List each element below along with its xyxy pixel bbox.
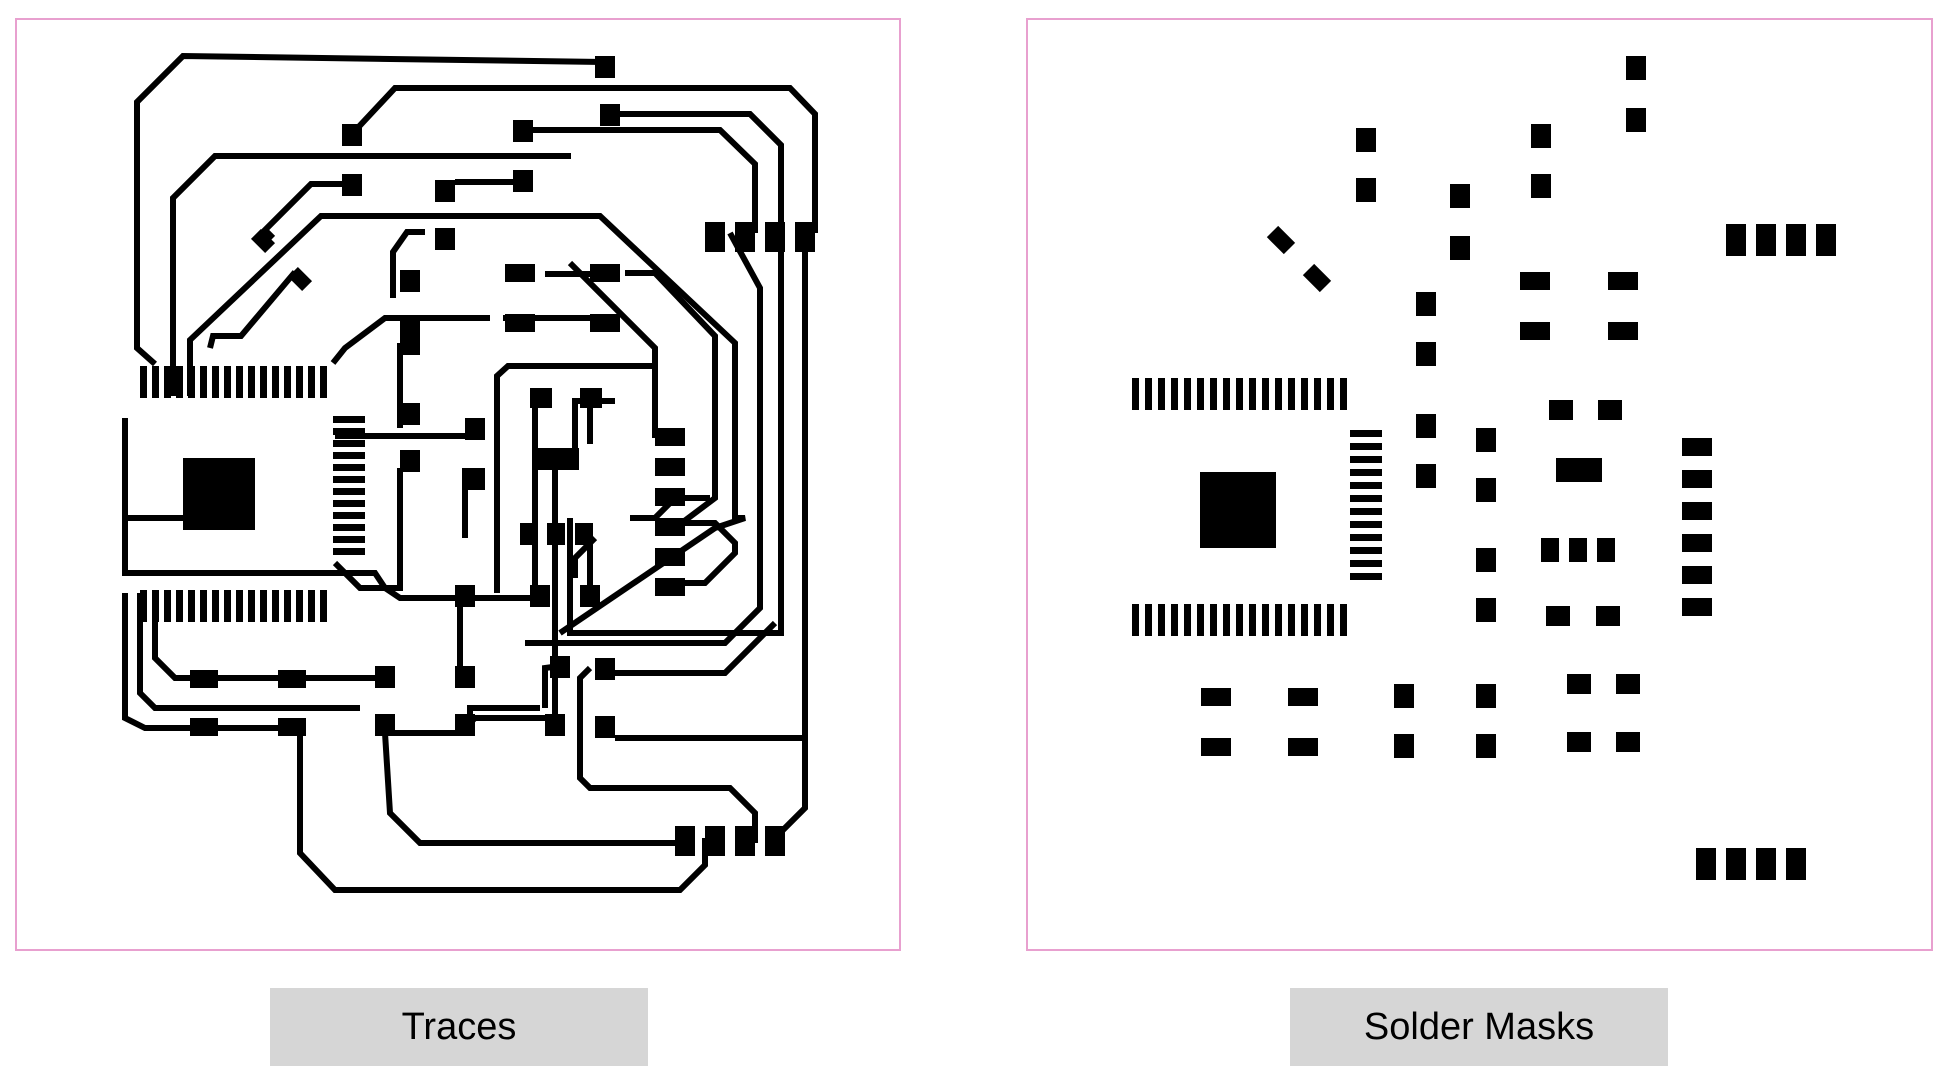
ic-top-mask-pins (1132, 378, 1347, 410)
ic-bottom-mask-pins (1132, 604, 1347, 636)
ic-top-pins (140, 366, 327, 398)
mask-openings (1132, 56, 1836, 880)
traces-caption: Traces (270, 988, 648, 1066)
ic-side-mask-pins (1350, 430, 1382, 580)
traces-panel (15, 18, 901, 951)
traces-caption-label: Traces (401, 1005, 517, 1048)
solder-masks-caption: Solder Masks (1290, 988, 1668, 1066)
ic-side-pins (333, 416, 365, 555)
ic-bottom-pins (140, 590, 327, 622)
solder-masks-artwork (1026, 18, 1933, 951)
ic-thermal-mask (1200, 472, 1276, 548)
trace-lines (122, 52, 818, 893)
trace-pads (140, 56, 815, 856)
solder-masks-panel (1026, 18, 1933, 951)
ic-thermal-pad (183, 458, 255, 530)
traces-artwork (15, 18, 901, 951)
solder-masks-caption-label: Solder Masks (1363, 1005, 1595, 1048)
